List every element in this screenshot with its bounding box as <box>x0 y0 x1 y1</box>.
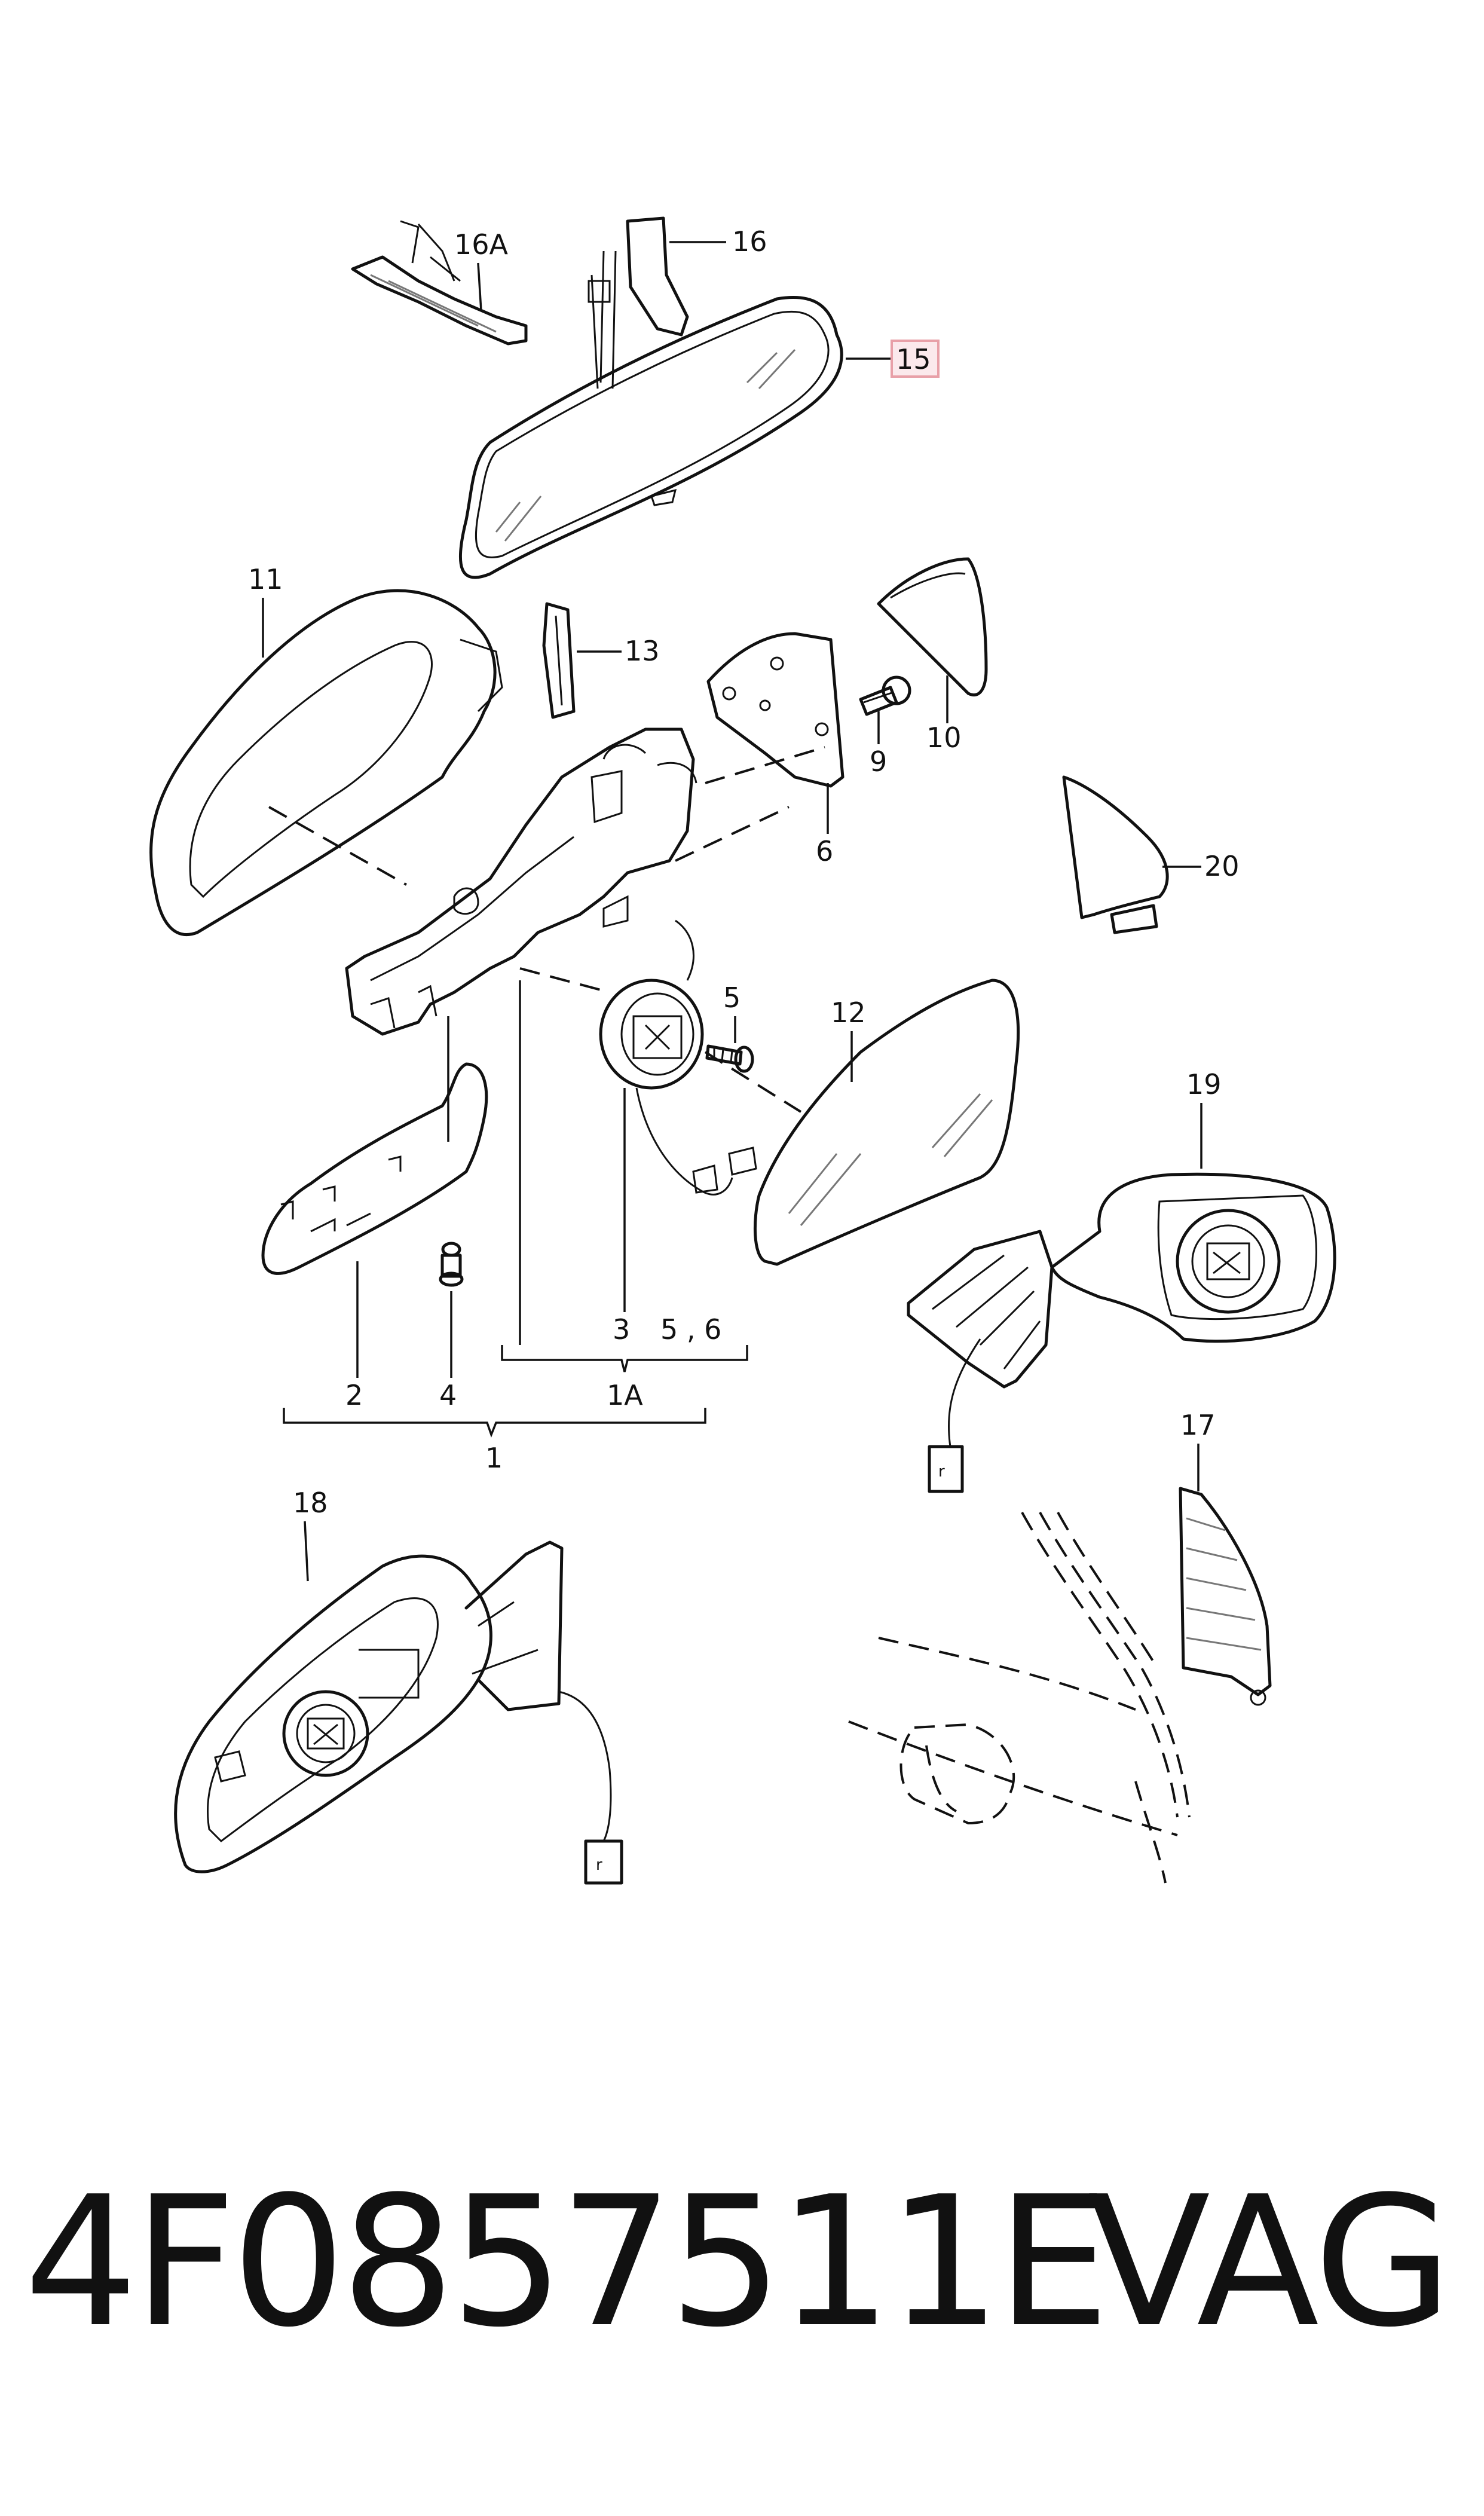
part-16A-sensor-strip <box>351 220 528 346</box>
bracket-1 <box>283 1408 706 1438</box>
callout-5-6: 5 , 6 <box>660 1313 721 1346</box>
part-11-housing-cap <box>149 589 503 936</box>
callout-2: 2 <box>345 1379 363 1411</box>
highlight-box-15 <box>891 340 940 378</box>
part-18-mirror-assembly: r <box>174 1540 623 1885</box>
part-13-clip <box>542 602 576 719</box>
part-12-mirror-glass <box>692 979 1020 1266</box>
brand-label: VAG <box>1088 2158 1452 2367</box>
part-1A-carrier-frame <box>345 727 825 1036</box>
callout-17: 17 <box>1180 1409 1216 1441</box>
callout-4: 4 <box>439 1379 457 1411</box>
callout-5: 5 <box>723 982 741 1014</box>
callout-12: 12 <box>831 996 866 1029</box>
connector-glyph-19: r <box>938 1463 945 1481</box>
part-5-screw <box>705 1044 754 1073</box>
callout-1A: 1A <box>607 1379 643 1411</box>
part-15-interior-mirror <box>458 296 843 579</box>
part-3-adjusting-motor <box>599 919 802 1196</box>
part-2-lower-cover <box>261 1062 488 1275</box>
part-9-bolt <box>859 675 911 716</box>
part-19-mirror-assembly: r <box>907 1172 1336 1493</box>
callout-11: 11 <box>248 563 283 595</box>
callout-9: 9 <box>870 745 887 778</box>
part-number-label: 4F0857511E <box>24 2158 1110 2367</box>
door-outline-dashed <box>848 1512 1191 1884</box>
callout-19: 19 <box>1186 1068 1222 1100</box>
part-10-trim-cap <box>877 557 988 696</box>
callout-16: 16 <box>732 225 767 258</box>
leader-16A <box>477 262 482 311</box>
callout-13: 13 <box>625 635 660 667</box>
callout-10: 10 <box>926 722 962 754</box>
part-4-screw <box>439 1242 464 1287</box>
callout-16A: 16A <box>454 228 509 261</box>
exploded-parts-diagram: 16A 16 15 11 13 10 <box>149 216 1336 1885</box>
callout-6: 6 <box>816 835 833 867</box>
callout-1: 1 <box>485 1442 503 1474</box>
part-16-mount-cover <box>588 216 689 389</box>
part-17-door-trim <box>1179 1487 1272 1706</box>
callout-15: 15 <box>896 343 931 375</box>
part-20-triangle-cover <box>1062 775 1169 934</box>
callout-3: 3 <box>613 1313 630 1346</box>
callout-20: 20 <box>1204 850 1240 882</box>
bracket-1A <box>501 1345 748 1372</box>
part-6-mounting-plate <box>706 632 844 788</box>
leader-18 <box>304 1521 309 1582</box>
connector-glyph-18: r <box>596 1856 602 1874</box>
callout-18: 18 <box>293 1487 328 1519</box>
